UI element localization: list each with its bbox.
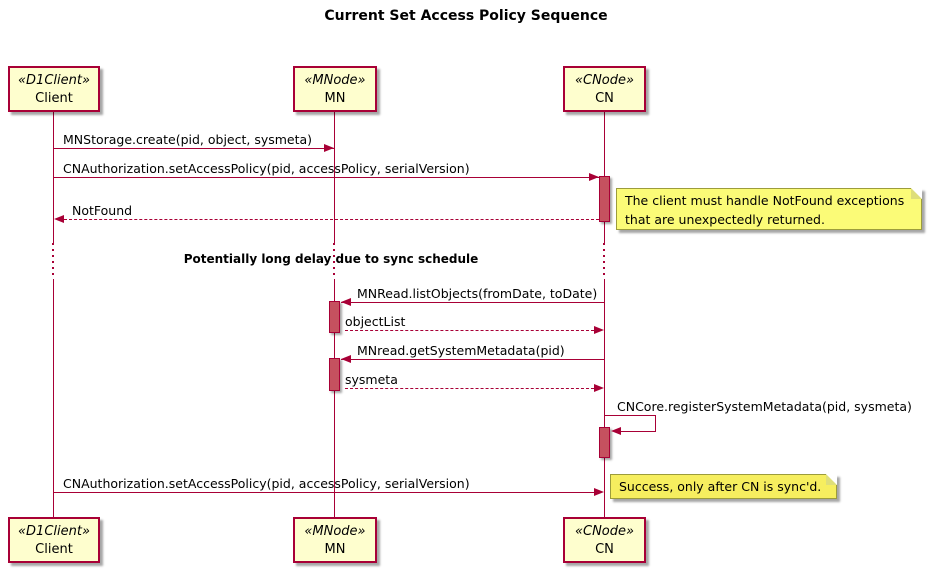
note-line: that are unexpectedly returned. <box>625 211 825 227</box>
arrowhead-right-icon <box>594 326 604 334</box>
lifeline-mn-delay <box>333 243 335 279</box>
diagram-title: Current Set Access Policy Sequence <box>324 8 608 24</box>
lifeline-mn-lower <box>334 279 335 517</box>
participant-name: CN <box>595 541 614 557</box>
activation-cn-setaccesspolicy <box>599 176 610 222</box>
activation-mn-listobjects <box>329 301 340 333</box>
note-fold-icon <box>826 474 837 485</box>
message-label-setaccesspolicy-2: CNAuthorization.setAccessPolicy(pid, acc… <box>63 476 470 491</box>
arrowhead-left-icon <box>341 298 351 306</box>
self-message-side-line <box>655 415 656 431</box>
message-label-notfound: NotFound <box>72 203 133 218</box>
lifeline-cn-lower <box>604 279 605 517</box>
message-line-sysmeta <box>345 388 594 389</box>
participant-name: MN <box>324 90 346 106</box>
participant-stereotype: «MNode» <box>304 524 366 539</box>
arrowhead-left-icon <box>54 215 64 223</box>
participant-name: CN <box>595 90 614 106</box>
message-label-registersystemmetadata: CNCore.registerSystemMetadata(pid, sysme… <box>617 399 912 414</box>
participant-client-top: «D1Client» Client <box>8 66 100 112</box>
lifeline-client-upper <box>53 112 54 243</box>
activation-mn-getsystemmetadata <box>329 358 340 391</box>
participant-stereotype: «D1Client» <box>18 524 90 539</box>
participant-client-bottom: «D1Client» Client <box>8 517 100 563</box>
note-line: The client must handle NotFound exceptio… <box>625 193 905 208</box>
participant-cn-top: «CNode» CN <box>563 66 646 112</box>
message-line-objectlist <box>345 330 594 331</box>
message-line-setaccesspolicy-2 <box>54 492 594 493</box>
participant-stereotype: «MNode» <box>304 73 366 88</box>
arrowhead-right-icon <box>594 384 604 392</box>
activation-cn-registersystemmetadata <box>599 427 610 458</box>
participant-name: MN <box>324 541 346 557</box>
message-line-setaccesspolicy-1 <box>54 177 599 178</box>
participant-stereotype: «D1Client» <box>18 73 90 88</box>
note-line: Success, only after CN is sync'd. <box>619 479 822 494</box>
arrowhead-right-icon <box>594 488 604 496</box>
note-notfound-exceptions: The client must handle NotFound exceptio… <box>616 188 922 230</box>
message-line-getsystemmetadata <box>341 359 604 360</box>
message-label-objectlist: objectList <box>345 314 406 329</box>
arrowhead-right-icon <box>324 144 334 152</box>
lifeline-client-lower <box>53 279 54 517</box>
participant-mn-bottom: «MNode» MN <box>293 517 377 563</box>
arrowhead-left-icon <box>611 427 621 435</box>
participant-stereotype: «CNode» <box>574 73 635 88</box>
participant-cn-bottom: «CNode» CN <box>563 517 646 563</box>
arrowhead-left-icon <box>341 355 351 363</box>
participant-stereotype: «CNode» <box>574 524 635 539</box>
arrowhead-right-icon <box>589 173 599 181</box>
delay-divider-label: Potentially long delay due to sync sched… <box>183 252 479 266</box>
self-message-top-line <box>605 415 656 416</box>
participant-name: Client <box>35 90 73 106</box>
message-line-create <box>54 148 335 149</box>
message-label-getsystemmetadata: MNread.getSystemMetadata(pid) <box>357 343 565 358</box>
participant-name: Client <box>35 541 73 557</box>
message-label-sysmeta: sysmeta <box>345 372 398 387</box>
lifeline-cn-delay <box>603 243 605 279</box>
message-line-notfound <box>64 219 599 220</box>
note-success-sync: Success, only after CN is sync'd. <box>610 474 837 499</box>
note-fold-icon <box>911 188 922 199</box>
message-label-setaccesspolicy-1: CNAuthorization.setAccessPolicy(pid, acc… <box>63 161 470 176</box>
participant-mn-top: «MNode» MN <box>293 66 377 112</box>
message-label-listobjects: MNRead.listObjects(fromDate, toDate) <box>357 286 598 301</box>
message-line-listobjects <box>341 302 604 303</box>
message-label-create: MNStorage.create(pid, object, sysmeta) <box>63 132 313 147</box>
self-message-bottom-line <box>617 431 656 432</box>
lifeline-client-delay <box>52 243 54 279</box>
